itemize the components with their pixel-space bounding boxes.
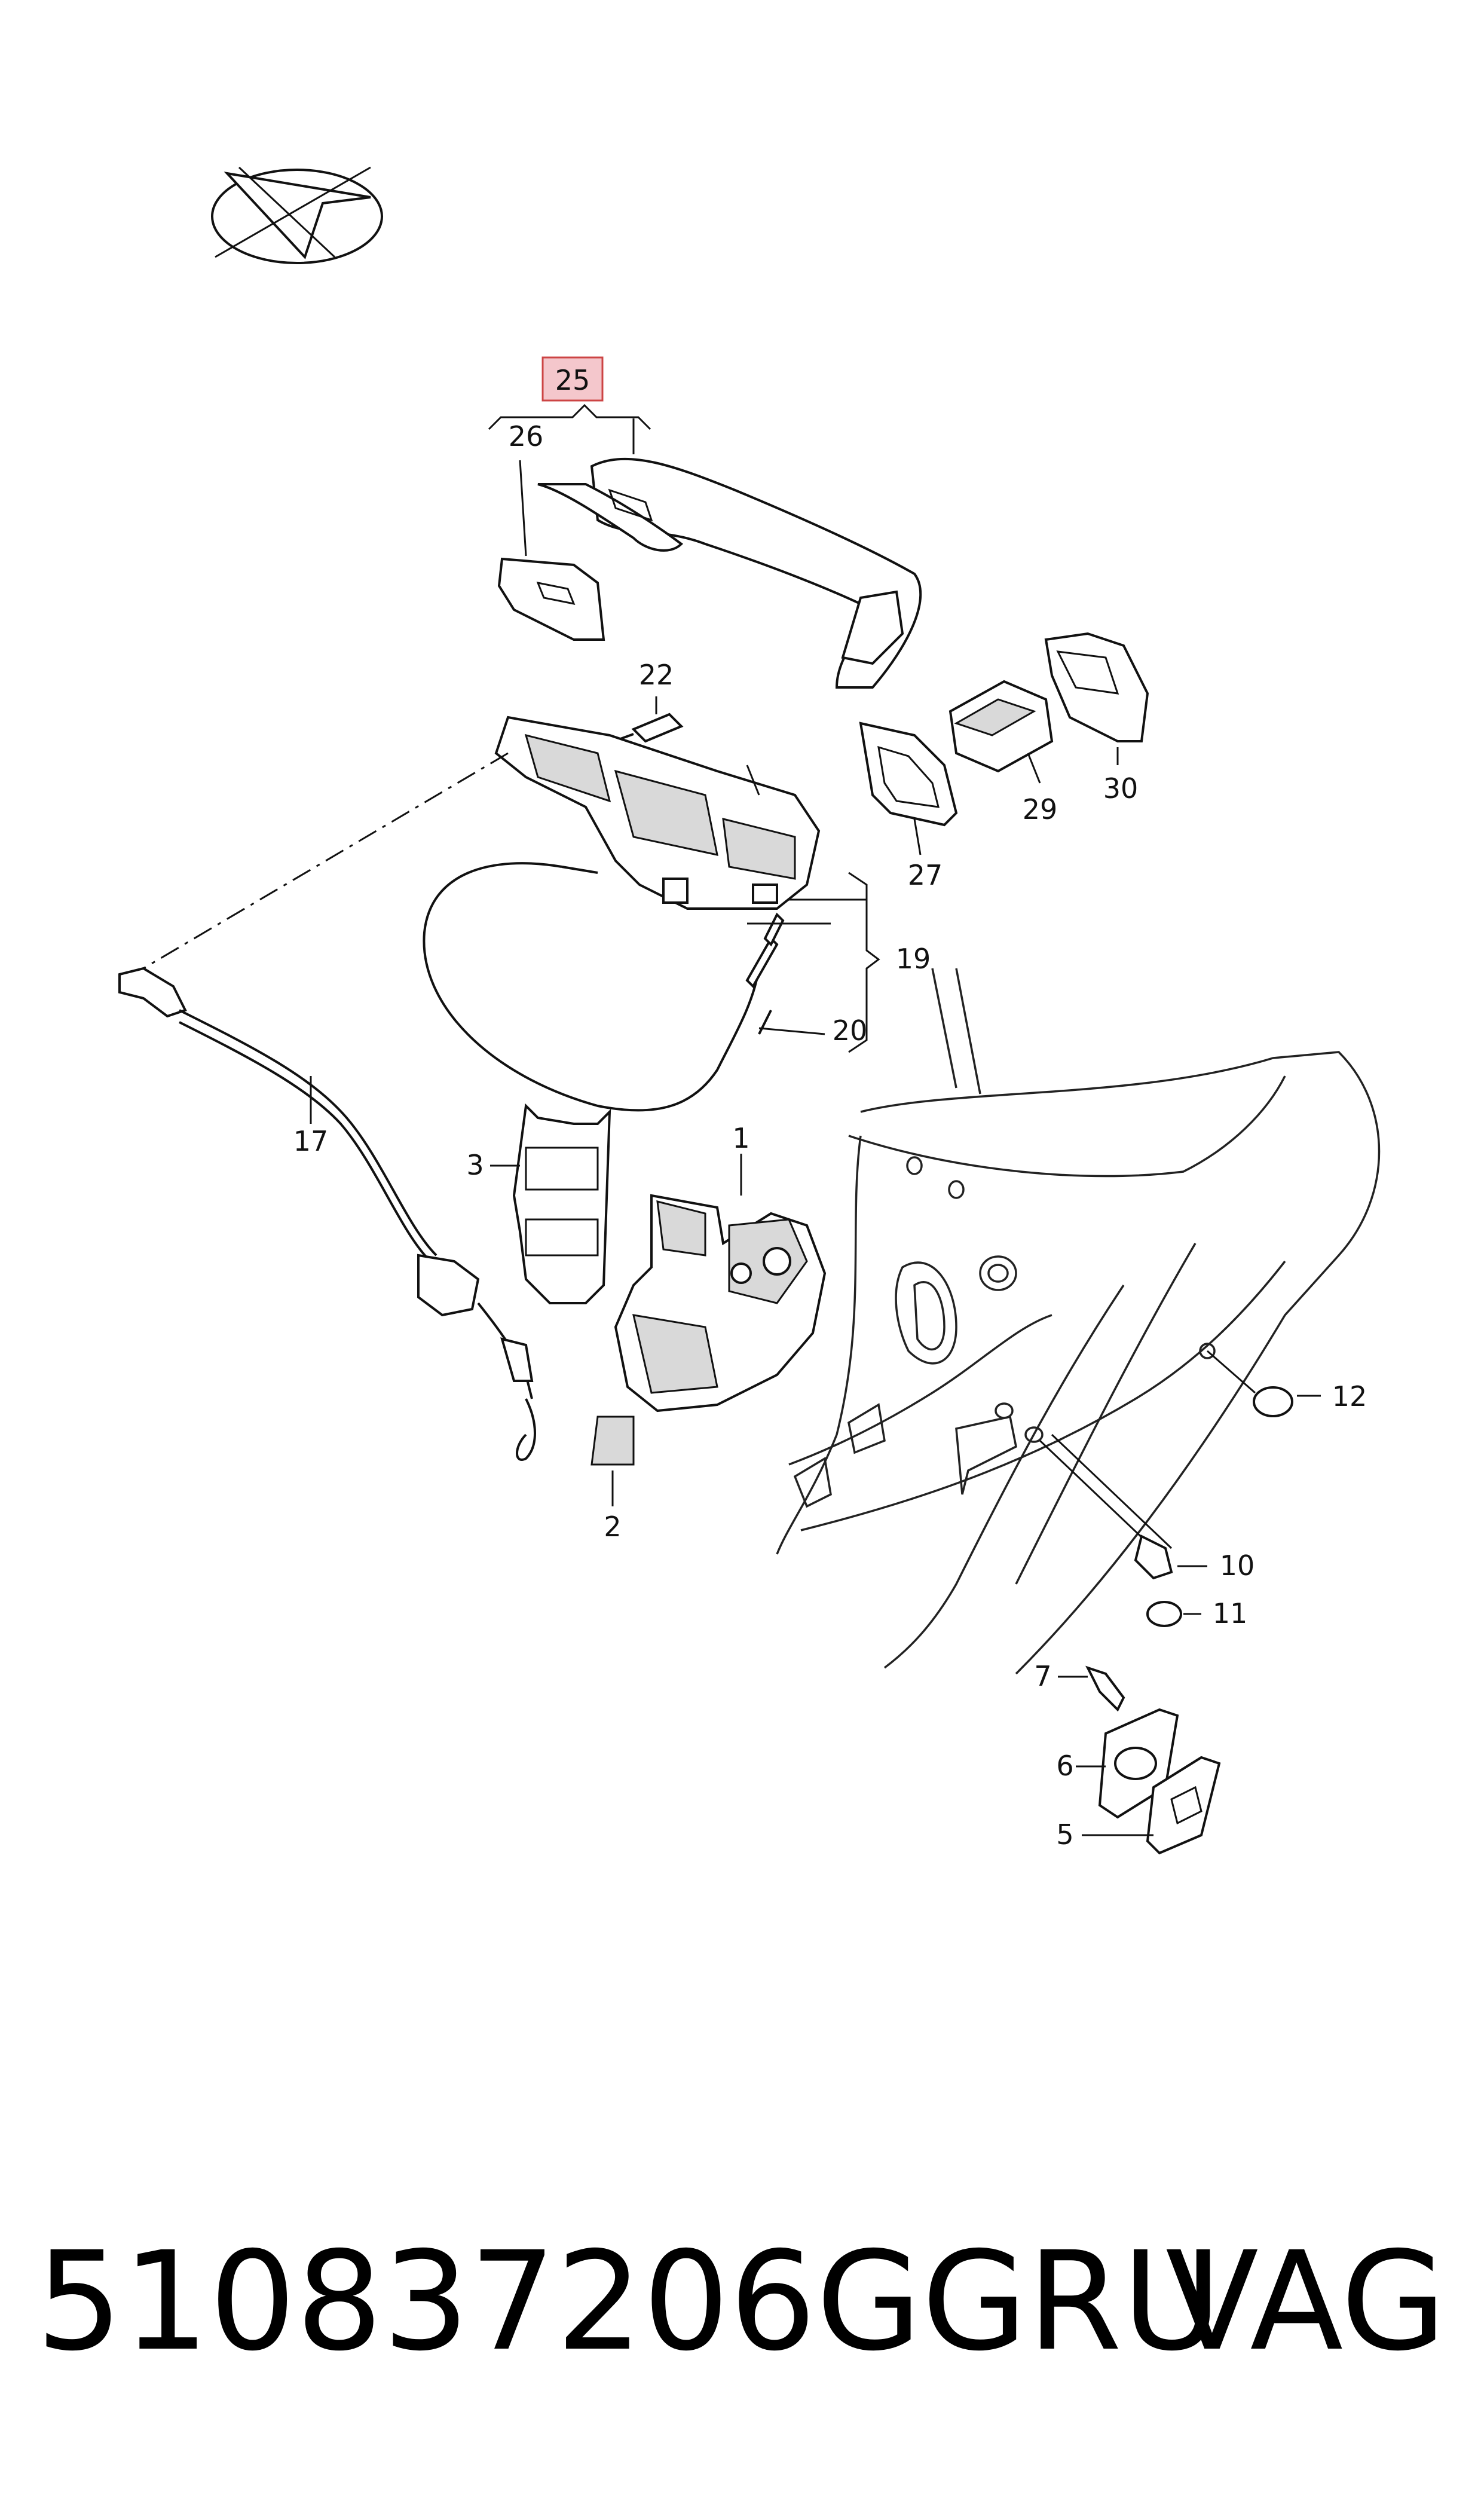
callout-25-highlight bbox=[541, 356, 604, 402]
callout-3: 3 bbox=[466, 1149, 484, 1181]
callout-25: 25 bbox=[555, 364, 590, 396]
callout-6: 6 bbox=[1056, 1750, 1073, 1782]
callout-30: 30 bbox=[1103, 772, 1139, 805]
callout-29: 29 bbox=[1023, 793, 1058, 826]
part-10-bolt: 10 bbox=[1039, 1433, 1255, 1582]
exploded-parts-diagram: 25 26 22 20 bbox=[118, 166, 1381, 1855]
callout-19-bracket: 19 bbox=[801, 872, 931, 1053]
part-17-cable: 17 bbox=[118, 967, 536, 1461]
callout-2: 2 bbox=[604, 1511, 621, 1543]
part-number-label: 510837206GGRU bbox=[36, 2222, 1222, 2381]
callout-11: 11 bbox=[1213, 1597, 1248, 1630]
callout-27: 27 bbox=[908, 859, 943, 891]
callout-19: 19 bbox=[896, 943, 931, 975]
part-1-lock: 1 bbox=[614, 1122, 827, 1413]
handle-assembly-25: 25 26 bbox=[488, 356, 922, 689]
part-11-washer: 11 bbox=[1146, 1597, 1248, 1630]
brand-label: VAG bbox=[1165, 2222, 1446, 2381]
door-body-panel bbox=[776, 968, 1381, 1675]
footer-caption: 510837206GGRU VAG bbox=[36, 2212, 1446, 2391]
callout-12: 12 bbox=[1332, 1380, 1367, 1413]
callout-10: 10 bbox=[1220, 1549, 1255, 1582]
callout-20: 20 bbox=[833, 1014, 868, 1047]
direction-arrow-icon bbox=[211, 166, 383, 264]
part-30-cap: 30 bbox=[1044, 632, 1149, 805]
part-7-screw: 7 bbox=[1034, 1660, 1125, 1712]
part-2-pad: 2 bbox=[590, 1416, 635, 1543]
callout-7: 7 bbox=[1034, 1660, 1051, 1692]
part-29-insert: 29 bbox=[948, 680, 1058, 826]
callout-5: 5 bbox=[1056, 1818, 1073, 1851]
part-12-plug: 12 bbox=[1207, 1350, 1367, 1417]
part-22-screw: 22 bbox=[597, 659, 684, 748]
callout-22: 22 bbox=[639, 659, 674, 691]
part-3-cover: 3 bbox=[466, 1103, 611, 1304]
part-5-plate: 5 bbox=[1056, 1756, 1221, 1855]
handle-carrier-19 bbox=[143, 716, 821, 970]
callout-26: 26 bbox=[509, 420, 544, 453]
part-27-seal: 27 bbox=[859, 722, 958, 891]
callout-1: 1 bbox=[732, 1122, 749, 1154]
callout-17: 17 bbox=[293, 1125, 329, 1157]
part-20-cable: 20 bbox=[423, 862, 868, 1112]
